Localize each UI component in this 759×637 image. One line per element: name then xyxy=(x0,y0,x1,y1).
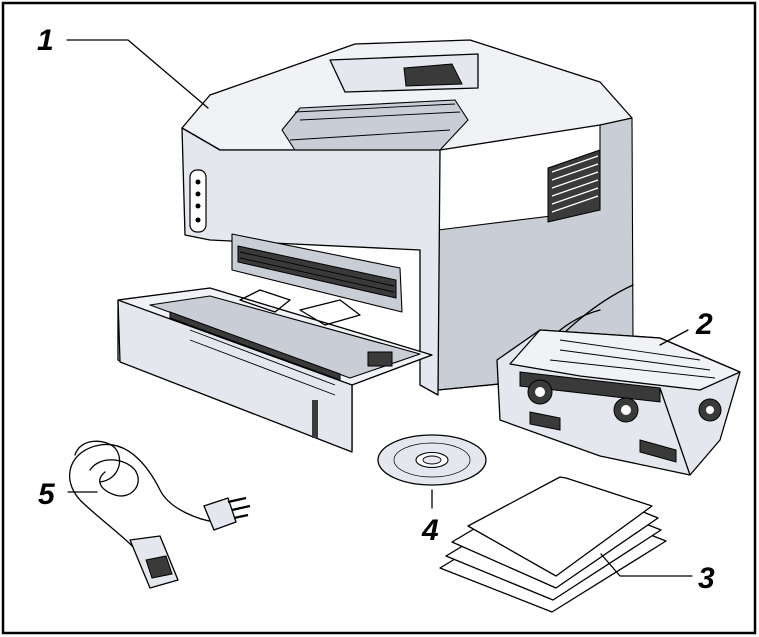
callout-1: 1 xyxy=(37,24,54,57)
side-vents xyxy=(547,149,601,223)
documentation-illustration xyxy=(439,476,667,613)
power-plug xyxy=(203,496,251,531)
drum-gear-middle xyxy=(613,397,639,423)
drum-gear-right xyxy=(698,398,722,422)
drum-gear-left xyxy=(527,379,553,405)
leader-lines xyxy=(66,39,693,577)
callout-3: 3 xyxy=(698,562,715,595)
leader-line-1 xyxy=(66,39,209,109)
leader-line-3 xyxy=(600,553,693,577)
callout-4: 4 xyxy=(421,514,439,547)
power-connector xyxy=(129,535,179,589)
leader-line-2 xyxy=(659,329,689,346)
drum-unit-illustration xyxy=(496,329,741,476)
printer-illustration xyxy=(117,39,634,453)
callout-5: 5 xyxy=(38,478,56,511)
cd-rom-illustration xyxy=(377,434,487,486)
callout-2: 2 xyxy=(695,308,713,341)
power-cord-illustration xyxy=(69,440,251,589)
